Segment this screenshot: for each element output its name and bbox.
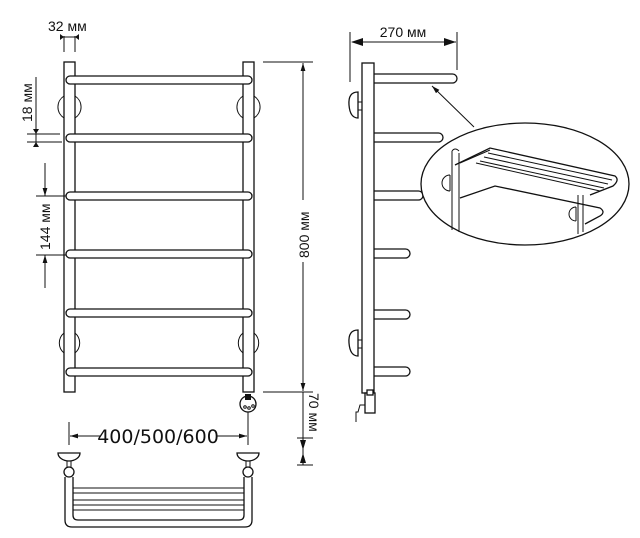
dim-depth: 270 мм [349,24,458,82]
side-arm [369,309,411,320]
side-arms [369,73,458,377]
depth-label: 270 мм [380,24,427,40]
towel-bar [65,367,253,377]
bar-thickness-label: 18 мм [19,83,35,122]
front-view [57,61,261,413]
width-label: 400/500/600 [97,426,219,448]
dim-width: 400/500/600 [68,412,249,448]
towel-bar [65,191,253,201]
side-arm [369,132,444,143]
side-post [361,62,375,394]
side-arm [369,248,411,259]
towel-bar [65,249,253,259]
right-post [242,61,255,393]
electric-connector [239,394,257,413]
dim-bar-spacing: 144 мм [36,163,66,288]
side-arm [369,190,424,201]
front-bars [65,75,253,377]
dim-connector-offset: 70 мм [297,392,322,466]
dim-bar-thickness: 18 мм [19,77,62,147]
connector-offset-label: 70 мм [306,393,322,432]
wall-brackets [57,95,261,354]
towel-bar [65,133,253,143]
towel-bar [65,308,253,318]
towel-bar [65,75,253,85]
shelf-detail-callout [420,85,630,246]
height-label: 800 мм [296,212,312,259]
side-arm [369,73,458,84]
left-post [63,61,76,393]
side-arm [369,366,411,377]
bar-spacing-label: 144 мм [37,204,53,251]
side-view [348,62,458,422]
dim-height: 800 мм [263,61,313,393]
post-width-label: 32 мм [48,18,87,34]
top-view [57,452,260,528]
dim-post-width: 32 мм [48,18,87,52]
